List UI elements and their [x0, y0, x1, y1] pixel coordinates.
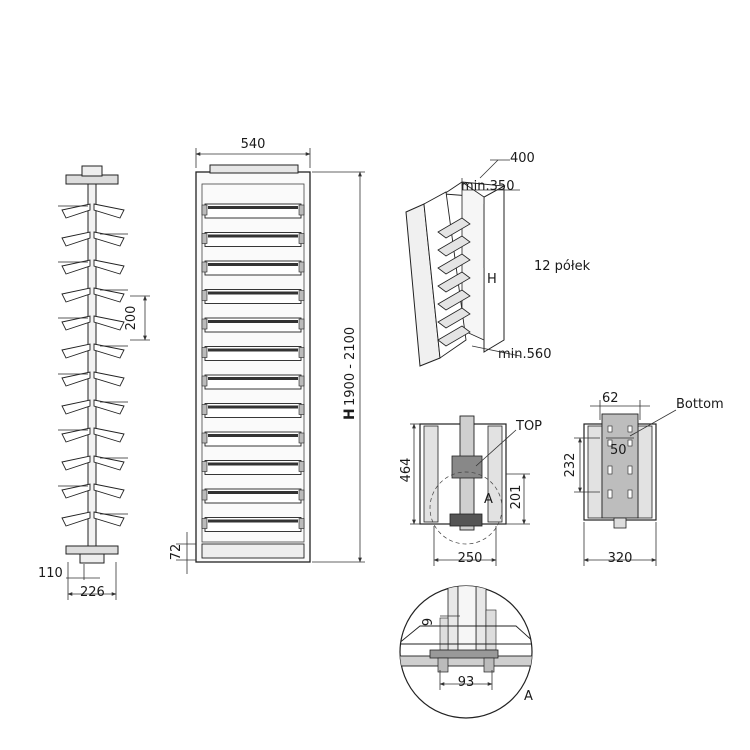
front-view: 540 H 1900 - 2100 72: [169, 137, 365, 574]
side-tray: [58, 427, 125, 443]
bottom-label: Bottom: [676, 397, 724, 412]
detail-ref-label: A: [524, 689, 533, 704]
front-tray: [201, 346, 305, 361]
bottom-view-plate: [601, 413, 639, 519]
bottom-foot: [79, 553, 105, 564]
perspective-tray: [437, 217, 471, 239]
perspective-tray: [437, 253, 471, 275]
side-tray: [58, 371, 125, 387]
height-dimension: 1900 - 2100: [343, 327, 358, 406]
top-bracket-cap: [81, 165, 103, 177]
front-tray: [201, 374, 305, 390]
bottom-view-right-panel: [637, 425, 653, 519]
side-profile-view: 200 110 226: [38, 165, 150, 600]
min-width-dimension: min.560: [498, 347, 551, 362]
front-tray: [201, 517, 305, 532]
top-view: TOP 464 201 A 250: [399, 415, 542, 566]
top-width-dimension: 250: [458, 551, 483, 566]
bottom-view-left-panel: [587, 425, 603, 519]
front-tray: [201, 317, 305, 333]
side-tray: [61, 343, 128, 359]
side-trays: [58, 203, 128, 527]
front-tray: [201, 203, 305, 219]
top-view-left-panel: [423, 425, 439, 523]
plinth: [201, 543, 305, 559]
width-dimension: 540: [241, 137, 266, 152]
foot-dimension: 110: [38, 566, 63, 581]
bottom-view-stub: [613, 517, 627, 529]
height-prefix: H: [342, 408, 358, 420]
side-tray: [58, 315, 125, 331]
depth-dimension: 400: [510, 151, 535, 166]
perspective-tray: [437, 289, 471, 311]
cabinet-side-panel: [483, 185, 505, 353]
bottom-height-dimension: 232: [563, 453, 578, 478]
front-tray: [201, 260, 305, 276]
front-trays: [201, 203, 305, 532]
mounting-holes: [607, 425, 633, 499]
perspective-view: 400 min.350 H 12 półek min.560: [405, 151, 591, 367]
bottom-width-dimension: 320: [608, 551, 633, 566]
inner-spacing-dimension: 50: [610, 443, 627, 458]
detail-width-dimension: 93: [458, 675, 475, 690]
side-tray: [61, 287, 128, 303]
perspective-tray: [437, 271, 471, 293]
detail-circle: [429, 471, 503, 545]
bottom-view: 62 50 Bottom 232 320: [563, 391, 724, 566]
front-tray: [201, 431, 305, 447]
top-view-hub: [451, 455, 483, 479]
front-tray: [201, 460, 305, 475]
front-tray: [201, 403, 305, 418]
shelf-count-label: 12 półek: [534, 259, 591, 274]
side-tray: [58, 259, 125, 275]
detail-view: 9 93 A: [399, 585, 533, 719]
perspective-tray: [437, 325, 471, 347]
perspective-tray: [437, 235, 471, 257]
min-depth-dimension: min.350: [461, 179, 514, 194]
cabinet-inner: [201, 183, 305, 543]
perspective-height-label: H: [487, 272, 497, 287]
side-tray: [58, 483, 125, 499]
pitch-dimension: 200: [124, 306, 139, 331]
detail-gap-dimension: 9: [421, 618, 436, 626]
base-height-dimension: 72: [169, 544, 184, 561]
top-mechanism: [209, 164, 299, 174]
front-tray: [201, 232, 305, 247]
top-label: TOP: [515, 419, 542, 434]
top-height-dimension: 464: [399, 458, 414, 483]
base-width-dimension: 226: [80, 585, 105, 600]
bottom-bracket: [65, 545, 119, 555]
top-view-right-panel: [487, 425, 503, 523]
top-view-base: [449, 513, 483, 527]
perspective-tray: [437, 307, 471, 329]
perspective-trays: [437, 217, 471, 347]
front-tray: [201, 488, 305, 504]
detail-ref-top: A: [484, 492, 493, 507]
side-tray: [61, 231, 128, 247]
front-tray: [201, 289, 305, 304]
side-tray: [61, 455, 128, 471]
side-tray: [61, 399, 128, 415]
side-tray: [61, 511, 128, 527]
hole-spacing-dimension: 62: [602, 391, 619, 406]
side-tray: [58, 203, 125, 219]
top-offset-dimension: 201: [509, 485, 524, 510]
cabinet-frame: [195, 171, 311, 563]
